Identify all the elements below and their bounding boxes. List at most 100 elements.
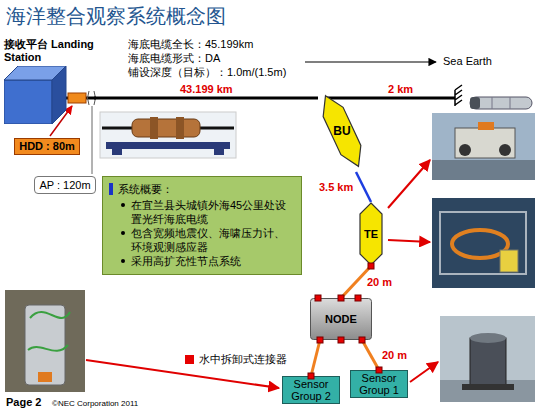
joint-cable	[200, 127, 234, 130]
node-text: 包含宽频地震仪、海啸压力计、环境观测感应器	[131, 226, 295, 254]
node-text: 系统概要：	[118, 182, 295, 196]
photo-ground	[432, 113, 535, 180]
node-body	[311, 299, 372, 340]
length-label: 20 m	[365, 276, 394, 288]
connector	[38, 372, 52, 382]
photo-frame	[100, 112, 236, 158]
sensor-base	[462, 384, 514, 390]
ground-symbol	[455, 85, 462, 106]
photo-ground	[5, 290, 85, 392]
cable-spec: 海底电缆全长：45.199km	[128, 38, 328, 51]
cable-spec: 铺设深度（目标）：1.0m/(1.5m)	[128, 66, 328, 79]
photo-ground	[432, 198, 535, 288]
bu-body	[316, 91, 369, 171]
photo-arrow	[388, 160, 430, 208]
length-label: 43.199 km	[178, 83, 235, 95]
photo-ground	[440, 316, 535, 402]
node-text: 在宜兰县头城镇外海45公里处设置光纤海底电缆	[131, 198, 295, 226]
page-number: Page 2	[6, 396, 51, 409]
joint-foot	[214, 149, 224, 155]
node-content: NODE	[310, 298, 372, 340]
bullet-dot	[121, 259, 125, 263]
photo-arrow	[388, 240, 430, 242]
length-label: 3.5 km	[317, 181, 355, 193]
wet-mate-connector	[317, 337, 323, 343]
electrode-photo	[470, 97, 532, 109]
electrode-cap	[470, 97, 480, 109]
rov-part	[478, 122, 494, 130]
rov-thruster	[499, 144, 511, 156]
wet-mate-connector	[315, 295, 321, 301]
cable-spec: 海底电缆形式：DA	[128, 52, 328, 65]
te-body	[360, 203, 382, 265]
rov-thruster	[459, 144, 471, 156]
node-text: Sensor Group 2	[283, 378, 339, 402]
node-text: BU	[333, 124, 350, 138]
node-box: NODE	[310, 298, 372, 340]
heading-bar	[109, 183, 113, 195]
rov-frame	[455, 128, 515, 158]
node-text: TE	[364, 228, 378, 240]
instrument	[500, 250, 518, 272]
node-content: BU	[318, 90, 366, 172]
wet-mate-connector	[338, 295, 344, 301]
earth-cable	[326, 97, 455, 100]
wet-mate-connector	[338, 337, 344, 343]
cable-connector	[362, 340, 379, 370]
cable	[28, 312, 70, 351]
sensor-photo	[440, 316, 535, 402]
node-text: 接收平台 Landing Station	[4, 38, 94, 64]
node-content: 系统概要： 在宜兰县头城镇外海45公里处设置光纤海底电缆包含宽频地震仪、海啸压力计…	[103, 177, 301, 274]
node-text: HDD : 80m	[19, 140, 75, 153]
photo-deck	[432, 160, 535, 180]
photo-arrow	[410, 362, 438, 382]
node-text: Sensor Group 1	[351, 372, 407, 396]
cable-connector	[94, 97, 318, 100]
rov-photo	[432, 113, 535, 180]
seismometer-photo	[5, 290, 85, 392]
node-text: AP : 120m	[39, 179, 90, 192]
electrode-body	[470, 97, 532, 109]
legend-swatch	[185, 355, 194, 364]
node-text: NODE	[325, 313, 357, 325]
cube-side	[52, 66, 66, 124]
sensor-group: Sensor Group 1	[350, 370, 408, 398]
wet-mate-connector	[308, 373, 314, 379]
sensor-top	[470, 333, 506, 343]
sea-earth-arrow	[305, 61, 436, 62]
summary-bullet: 采用高扩充性节点系统	[109, 254, 295, 268]
wet-mate-connector	[359, 337, 365, 343]
wet-mate-connector	[376, 367, 382, 373]
electrode-ring	[492, 97, 493, 109]
branching-unit: BU	[318, 90, 366, 172]
landing-cube	[4, 66, 68, 124]
cable-connector	[311, 340, 320, 376]
terminal-equipment: TE	[358, 202, 384, 266]
sensor-case	[470, 338, 506, 386]
joint-rail	[106, 142, 230, 149]
joint-photo	[100, 112, 236, 158]
joint-ring	[150, 117, 158, 139]
legend-item: 水中拆卸式连接器	[185, 352, 287, 366]
node-content: HDD : 80m	[15, 139, 79, 154]
joint-body	[132, 119, 200, 137]
wet-mate-connector	[355, 295, 361, 301]
electrode-ring	[510, 97, 511, 109]
summary-bullet: 包含宽频地震仪、海啸压力计、环境观测感应器	[109, 226, 295, 254]
hdd-pipe	[68, 93, 86, 103]
joint-foot	[112, 149, 122, 155]
joint-ring	[176, 117, 184, 139]
node-content: 接收平台 Landing Station	[4, 38, 94, 124]
bullet-dot	[121, 203, 125, 207]
node-content: Sensor Group 2	[283, 377, 339, 403]
cable-connector	[356, 172, 371, 202]
copyright: ©NEC Corporation 2011	[52, 399, 182, 409]
ap-leader	[92, 106, 93, 174]
node-content: AP : 120m	[35, 177, 95, 193]
summary-box: 系统概要： 在宜兰县头城镇外海45公里处设置光纤海底电缆包含宽频地震仪、海啸压力计…	[102, 176, 302, 275]
coil-photo	[432, 198, 535, 288]
node-content: TE	[358, 202, 384, 266]
summary-heading: 系统概要：	[109, 182, 295, 196]
legend: 水中拆卸式连接器	[185, 352, 287, 366]
